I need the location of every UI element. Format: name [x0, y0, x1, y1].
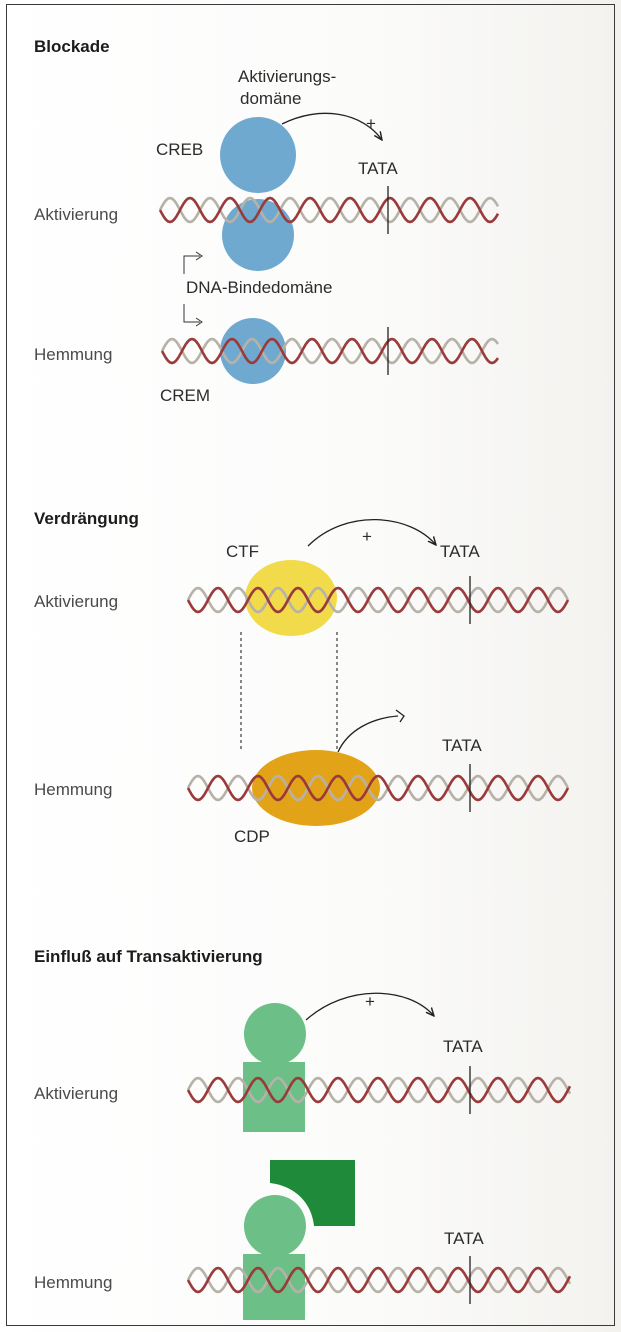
tata-label: TATA [358, 159, 398, 178]
row-label-activation: Aktivierung [34, 205, 118, 224]
tata-label: TATA [443, 1037, 483, 1056]
activation-domain-label-line2: domäne [240, 89, 301, 108]
activator-activation-domain [244, 1195, 306, 1257]
activation-arrow [308, 520, 436, 546]
section-heading-displacement: Verdrängung [34, 509, 139, 528]
tata-label: TATA [442, 736, 482, 755]
plus-sign: + [362, 527, 372, 546]
ctf-label: CTF [226, 542, 259, 561]
dna-strand-dark [188, 588, 568, 612]
section-heading-transactivation: Einfluß auf Transaktivierung [34, 947, 263, 966]
section-blockade: Blockade Aktivierungs- domäne CREB + TAT… [34, 37, 498, 405]
crem-protein [220, 318, 286, 384]
creb-activation-domain [220, 117, 296, 193]
row-label-activation: Aktivierung [34, 1084, 118, 1103]
row-label-activation: Aktivierung [34, 592, 118, 611]
dna-strand-dark [160, 198, 498, 222]
tata-label: TATA [444, 1229, 484, 1248]
activation-domain-label-line1: Aktivierungs- [238, 67, 336, 86]
row-label-inhibition: Hemmung [34, 780, 112, 799]
row-label-inhibition: Hemmung [34, 345, 112, 364]
section-transactivation: Einfluß auf Transaktivierung + TATA Akti… [34, 947, 570, 1320]
dna-helix [160, 186, 498, 234]
cdp-protein [252, 750, 380, 826]
plus-sign: + [365, 992, 375, 1011]
activator-activation-domain [244, 1003, 306, 1065]
dna-strand-light [188, 588, 568, 612]
creb-dna-binding-domain [222, 199, 294, 271]
blocked-activation-arrow [338, 716, 398, 752]
creb-label: CREB [156, 140, 203, 159]
ctf-protein [245, 560, 337, 636]
plus-sign: + [366, 114, 376, 133]
dna-helix [162, 327, 498, 375]
dna-binding-domain-label: DNA-Bindedomäne [186, 278, 332, 297]
dna-helix [188, 576, 568, 624]
dna-strand-light [160, 198, 498, 222]
tata-label: TATA [440, 542, 480, 561]
section-heading-blockade: Blockade [34, 37, 110, 56]
section-displacement: Verdrängung CTF + TATA Aktivierung TATA … [34, 509, 568, 846]
crem-label: CREM [160, 386, 210, 405]
row-label-inhibition: Hemmung [34, 1273, 112, 1292]
cdp-label: CDP [234, 827, 270, 846]
